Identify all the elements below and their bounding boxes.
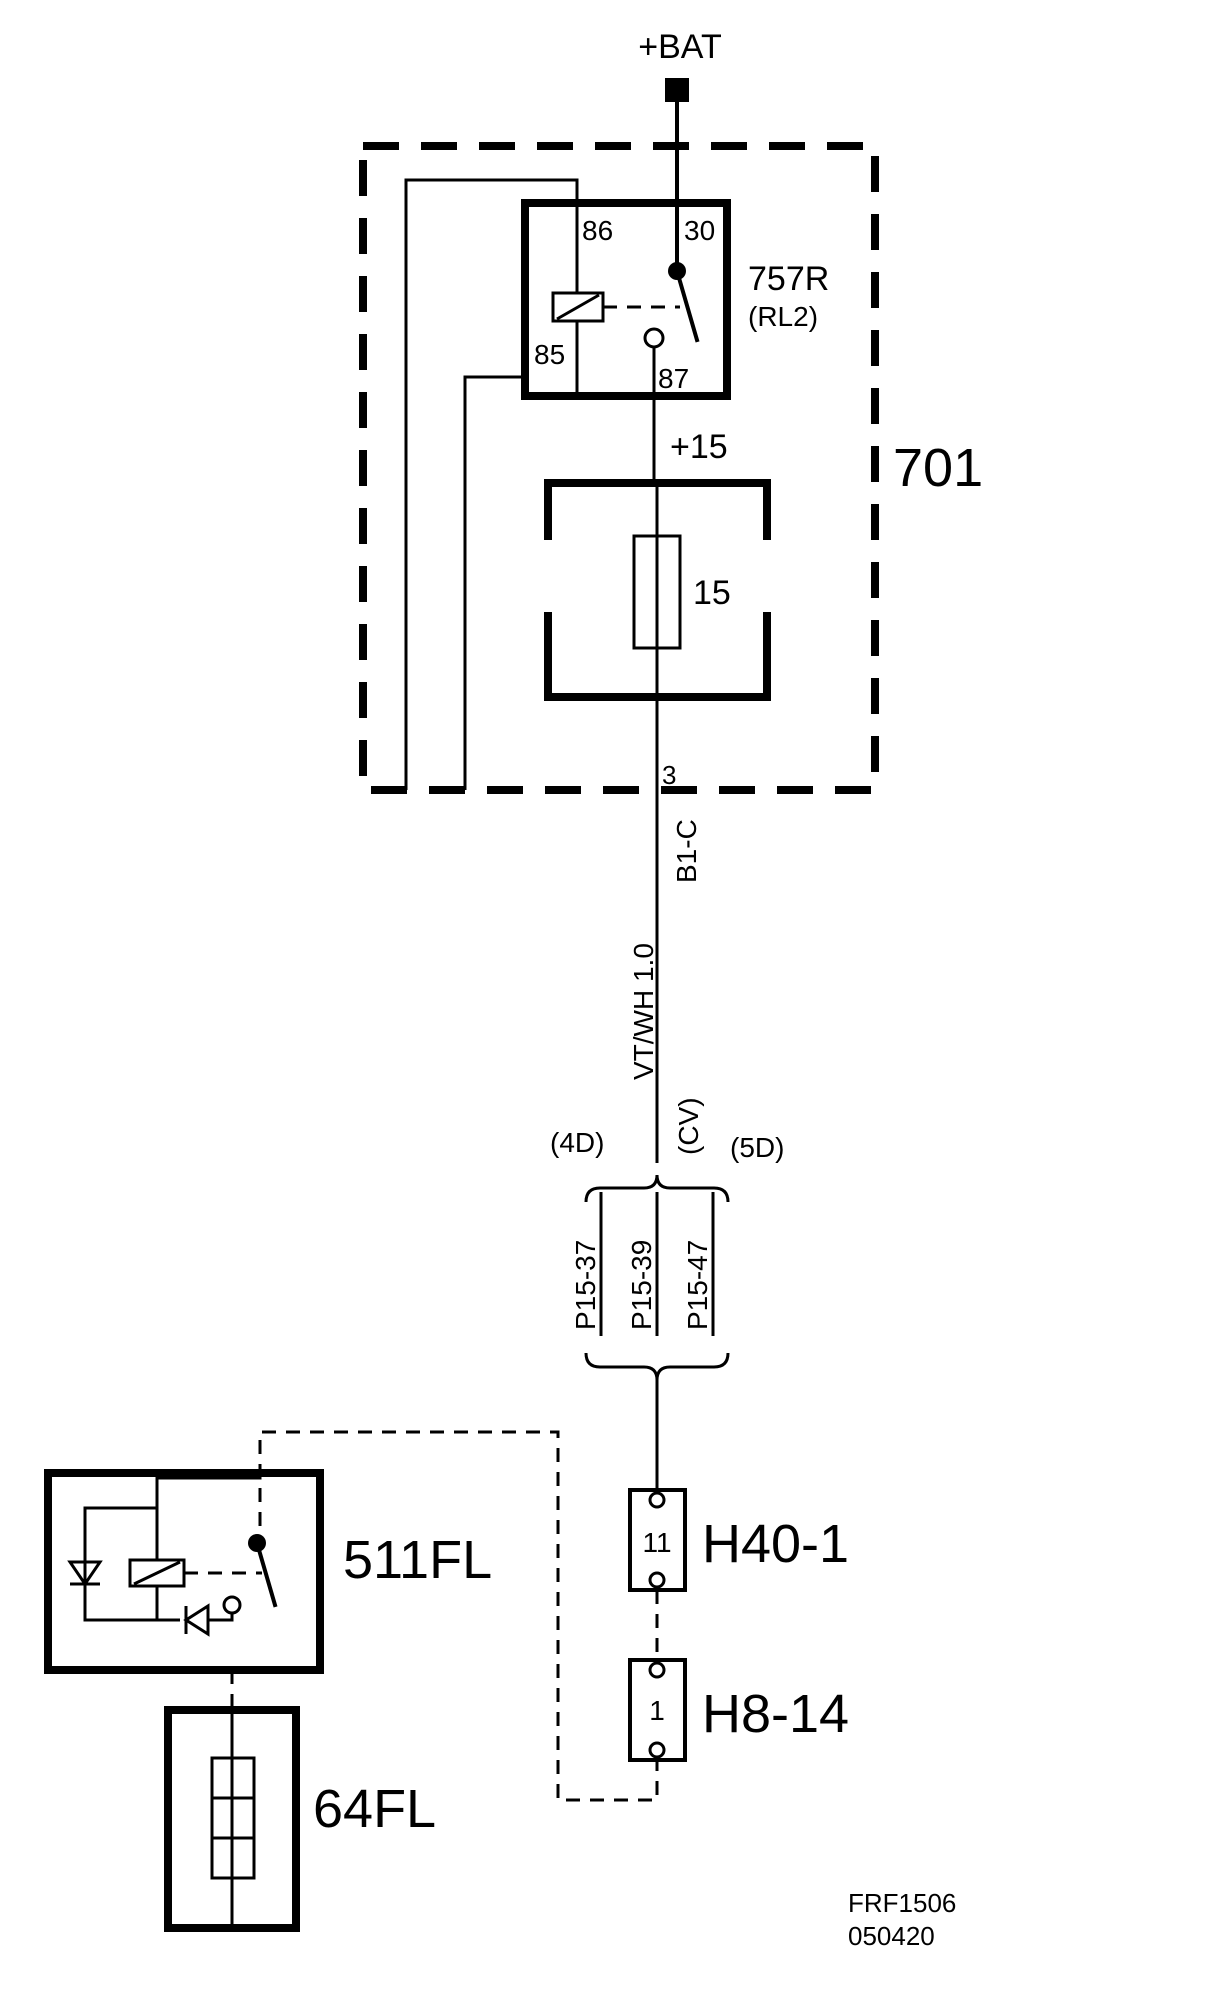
relay-757R-box (521, 199, 731, 400)
connector-h8-pin: 1 (649, 1695, 665, 1726)
module-701-label: 701 (893, 438, 983, 498)
relay-757R-sub-label: (RL2) (748, 301, 818, 332)
connector-h40-pin-bottom (648, 1571, 666, 1589)
variant-cv: (CV) (673, 1097, 704, 1155)
relay-switch-blade (674, 268, 700, 343)
dashed-wire-to-511FL (258, 1430, 659, 1802)
footer-ref: FRF1506 (848, 1888, 956, 1918)
relay-pin-86: 86 (582, 215, 613, 246)
relay-511FL-box (44, 1469, 324, 1674)
control-wire-85 (463, 375, 525, 790)
heater-element-icon (210, 1756, 256, 1880)
splice-label-1: P15-37 (570, 1240, 601, 1330)
relay-contact-87 (643, 327, 665, 349)
connector-h40-pin-top (648, 1491, 666, 1509)
relay-511FL-coil-diagonal (133, 1560, 181, 1586)
splice-brace-bottom (584, 1352, 730, 1381)
splice-label-2: P15-39 (626, 1240, 657, 1330)
connector-h40-pin: 11 (642, 1527, 671, 1558)
connector-h8-pin-bottom (648, 1741, 666, 1759)
connector-h8-label: H8-14 (702, 1684, 849, 1744)
module-701-enclosure (359, 142, 879, 794)
fuse-label: 15 (693, 574, 731, 612)
relay-pin-87: 87 (658, 363, 689, 394)
bat-label: +BAT (638, 28, 721, 66)
splice-brace-top (584, 1174, 730, 1203)
relay-511FL-wiring-top (155, 1473, 262, 1560)
variant-5d: (5D) (730, 1132, 784, 1163)
relay-pin-85: 85 (534, 339, 565, 370)
connector-h8-pin-top (648, 1661, 666, 1679)
heater-64FL-label: 64FL (313, 1779, 436, 1839)
wire-spec: VT/WH 1.0 (628, 943, 659, 1080)
relay-757R-label: 757R (748, 260, 829, 298)
diode-right-icon (183, 1603, 210, 1637)
variant-4d: (4D) (550, 1127, 604, 1158)
relay-511FL-contact (222, 1595, 242, 1615)
diode-left-icon (67, 1560, 103, 1587)
relay-511FL-blade (254, 1540, 278, 1608)
splice-label-3: P15-47 (682, 1240, 713, 1330)
connector-h40-label: H40-1 (702, 1514, 849, 1574)
connector-b1c-label: B1-C (671, 819, 702, 883)
relay-511FL-output-wire (208, 1613, 234, 1622)
relay-pin-30: 30 (684, 215, 715, 246)
relay-coil-diagonal (556, 293, 600, 321)
relay-511FL-wiring-left (83, 1506, 180, 1622)
control-wire-86 (404, 178, 579, 790)
connector-b1c-pin: 3 (662, 760, 676, 790)
relay-511FL-label: 511FL (343, 1530, 492, 1590)
bat-terminal (665, 78, 689, 102)
ign-label: +15 (670, 428, 728, 466)
footer-date: 050420 (848, 1921, 935, 1951)
